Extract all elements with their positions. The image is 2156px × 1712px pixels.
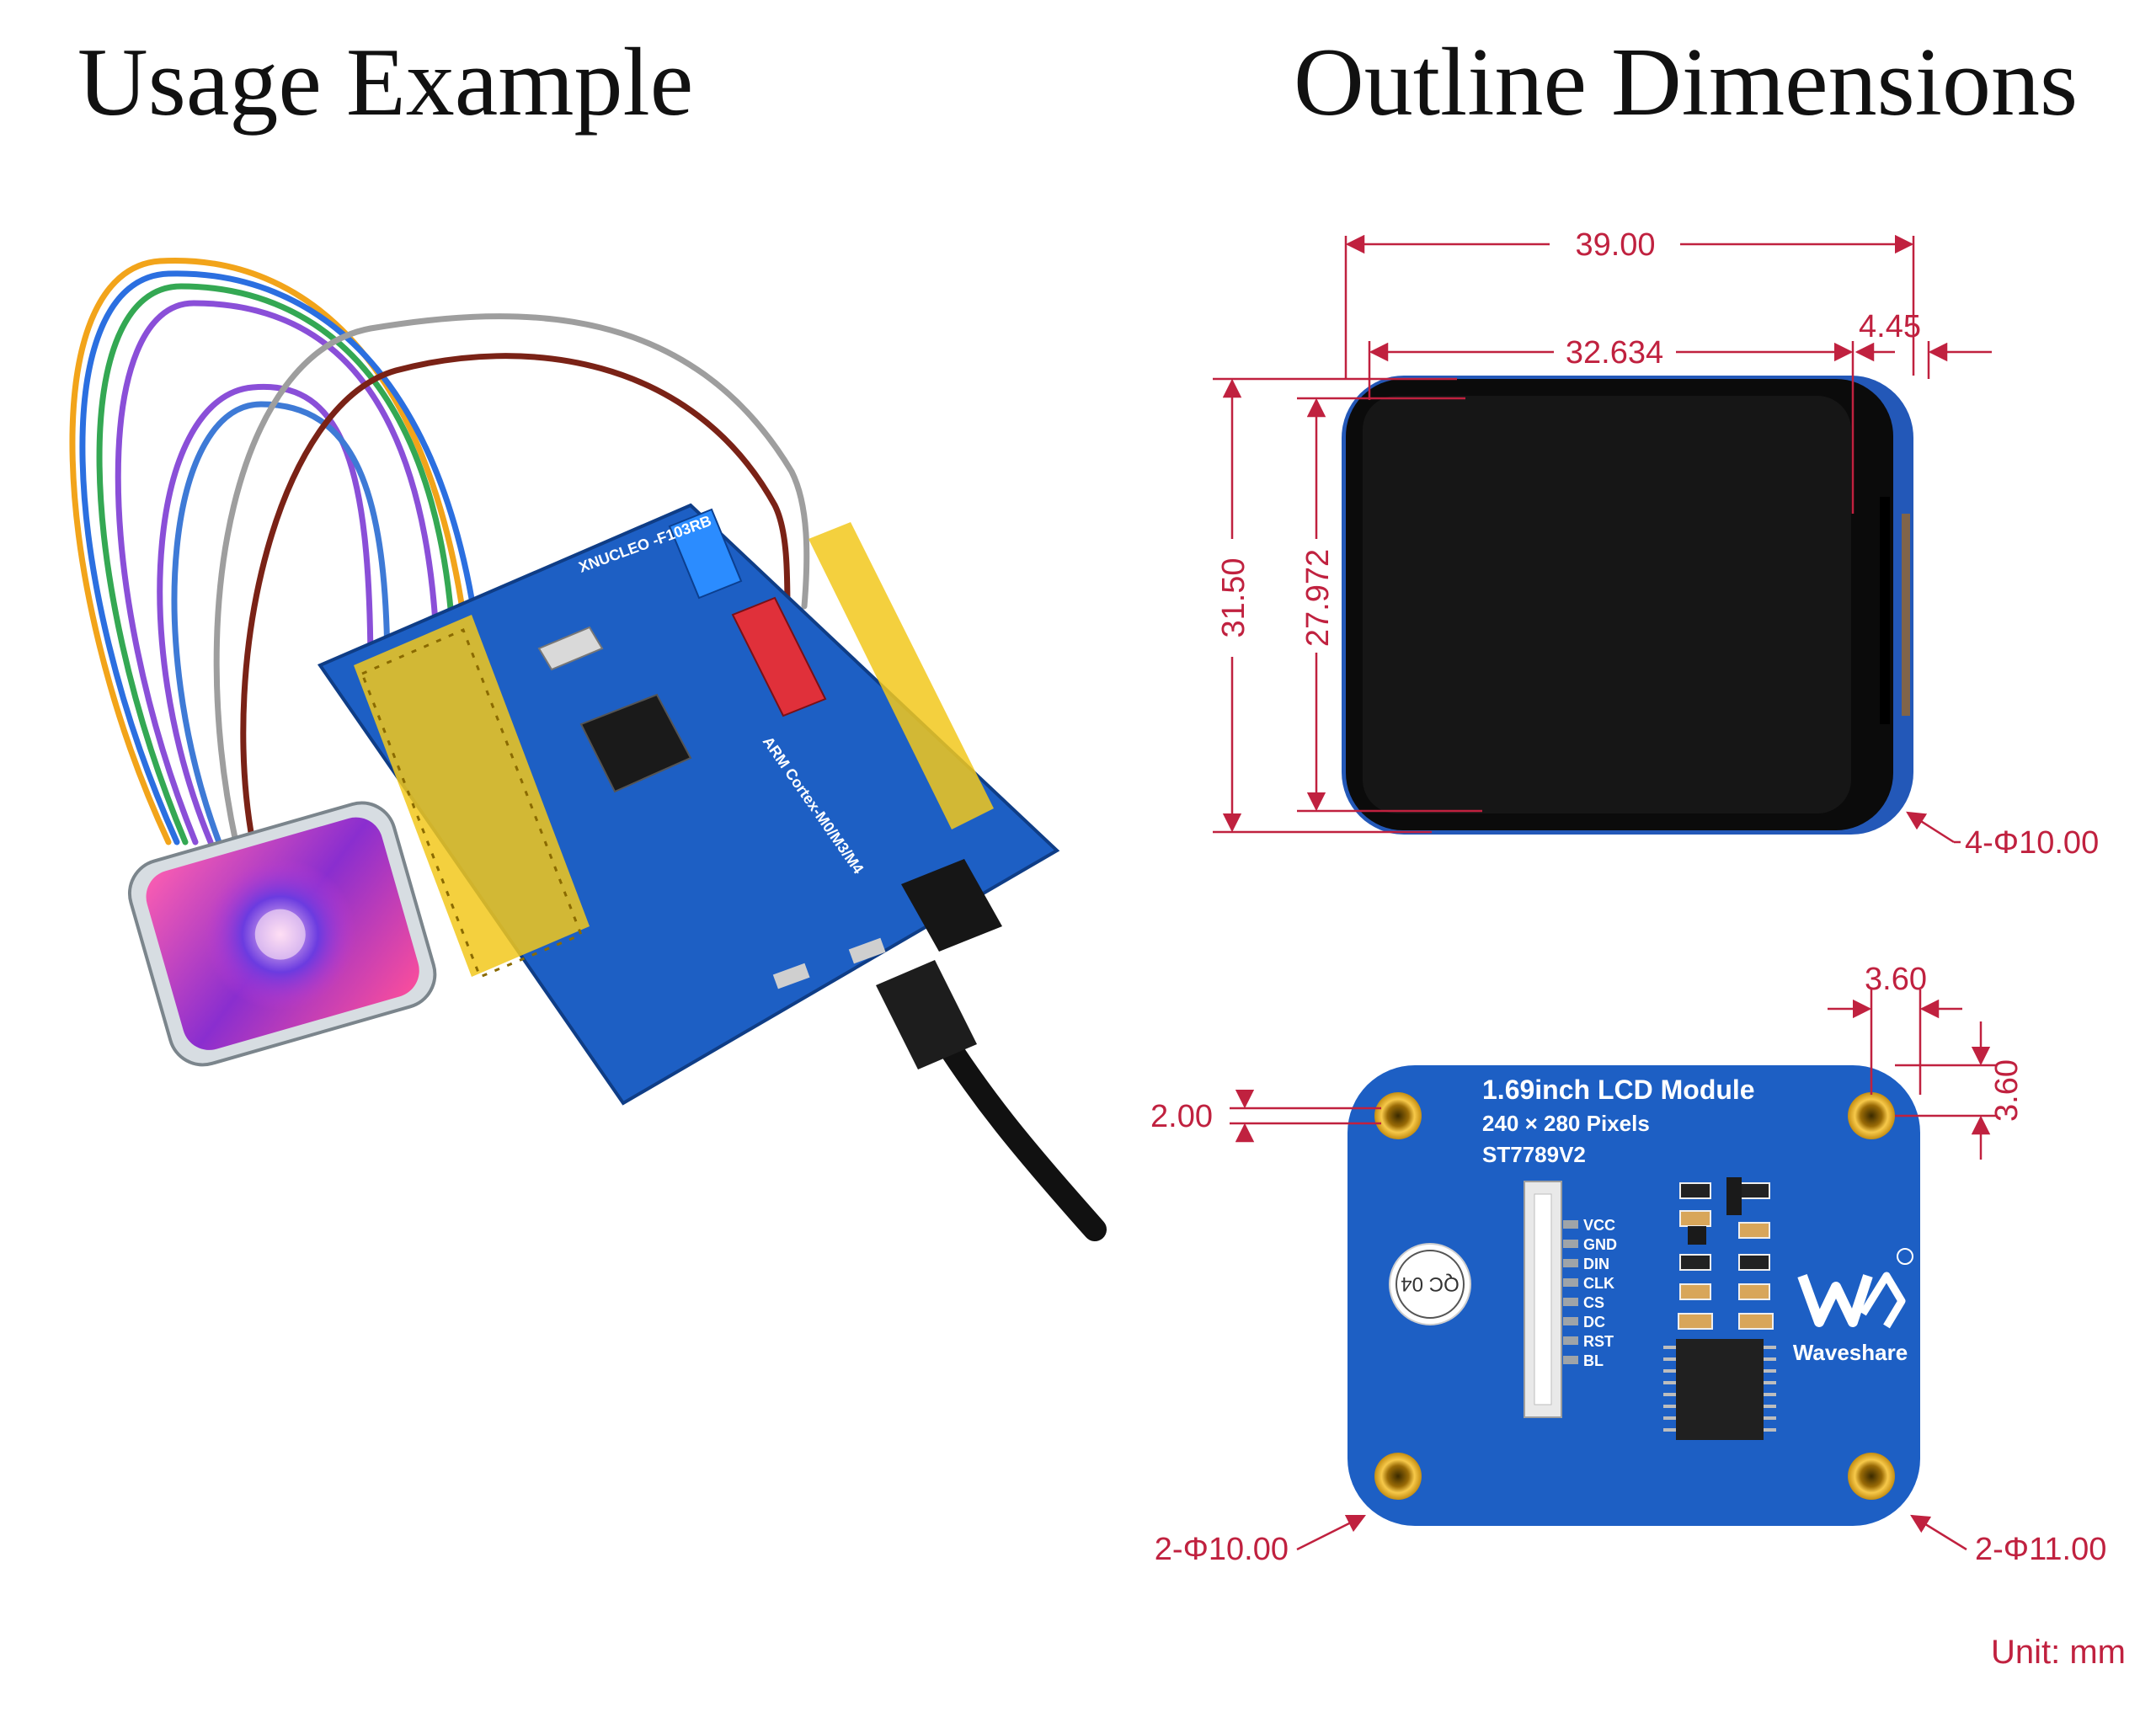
leader-line — [1910, 1514, 1967, 1551]
dim-corner-radius: 4-Φ10.00 — [1965, 825, 2099, 861]
module-title: 1.69inch LCD Module — [1482, 1075, 1755, 1105]
lcd-module-photo — [127, 801, 437, 1067]
dim-left-corner: 2-Φ10.00 — [1155, 1532, 1289, 1567]
pin-label: CLK — [1583, 1275, 1614, 1292]
leader-line — [1906, 811, 1955, 844]
dim-hole-diameter: 2.00 — [1150, 1099, 1213, 1134]
pin-label: GND — [1583, 1236, 1617, 1253]
usage-example-illustration: ARM Cortex-M0/M3/M4 XNUCLEO -F103RB — [69, 257, 1107, 1241]
qc-text: QC 04 — [1401, 1272, 1459, 1295]
pin-label: VCC — [1583, 1217, 1615, 1234]
waveshare-logo-icon — [1797, 1248, 1913, 1329]
pin-label: CS — [1583, 1294, 1604, 1311]
dim-outer-height: 31.50 — [1216, 557, 1251, 637]
back-view: 1.69inch LCD Module 240 × 280 Pixels ST7… — [1150, 962, 2106, 1567]
usb-cable — [876, 960, 1107, 1241]
usage-example-heading: Usage Example — [77, 29, 694, 136]
dim-active-height: 27.972 — [1300, 549, 1336, 647]
brand-name: Waveshare — [1793, 1340, 1908, 1365]
jumper-wires — [69, 257, 810, 845]
ic-pins — [1663, 1346, 1776, 1432]
mounting-hole — [1374, 1092, 1422, 1139]
dim-active-width: 32.634 — [1566, 335, 1663, 371]
mounting-hole — [1848, 1092, 1895, 1139]
module-resolution: 240 × 280 Pixels — [1482, 1111, 1650, 1136]
pin-label: BL — [1583, 1352, 1604, 1369]
hole-diameter-lines — [1230, 1089, 1381, 1143]
hole-offset-x-lines — [1828, 989, 1962, 1095]
smd-components — [1678, 1177, 1774, 1330]
mounting-hole — [1374, 1453, 1422, 1500]
dim-hole-offset-x: 3.60 — [1865, 962, 1927, 997]
front-view: 39.00 32.634 4.45 31.50 27.972 4-Φ10.00 — [1213, 227, 2099, 861]
dim-side-offset: 4.45 — [1859, 309, 1921, 344]
driver-ic — [1676, 1339, 1764, 1440]
dim-right-corner: 2-Φ11.00 — [1975, 1532, 2106, 1567]
module-driver: ST7789V2 — [1482, 1142, 1586, 1167]
qc-sticker — [1389, 1243, 1471, 1325]
dim-hole-offset-y: 3.60 — [1989, 1059, 2025, 1122]
connector-pins — [1563, 1220, 1578, 1364]
pin-label: DIN — [1583, 1256, 1609, 1272]
pin-label: RST — [1583, 1333, 1614, 1350]
pin-label: DC — [1583, 1314, 1605, 1331]
mounting-hole — [1848, 1453, 1895, 1500]
front-extension-lines — [1213, 236, 1930, 834]
back-pcb — [1348, 1065, 1920, 1526]
pin-labels: VCC GND DIN CLK CS DC RST BL — [1583, 1217, 1617, 1369]
unit-label: Unit: mm — [1991, 1634, 2126, 1671]
dim-outer-width: 39.00 — [1575, 227, 1655, 263]
outline-dimensions-heading: Outline Dimensions — [1294, 29, 2079, 136]
development-board: ARM Cortex-M0/M3/M4 XNUCLEO -F103RB — [317, 503, 1060, 1106]
hole-offset-y-lines — [1895, 1021, 1996, 1160]
leader-line — [1296, 1514, 1367, 1551]
